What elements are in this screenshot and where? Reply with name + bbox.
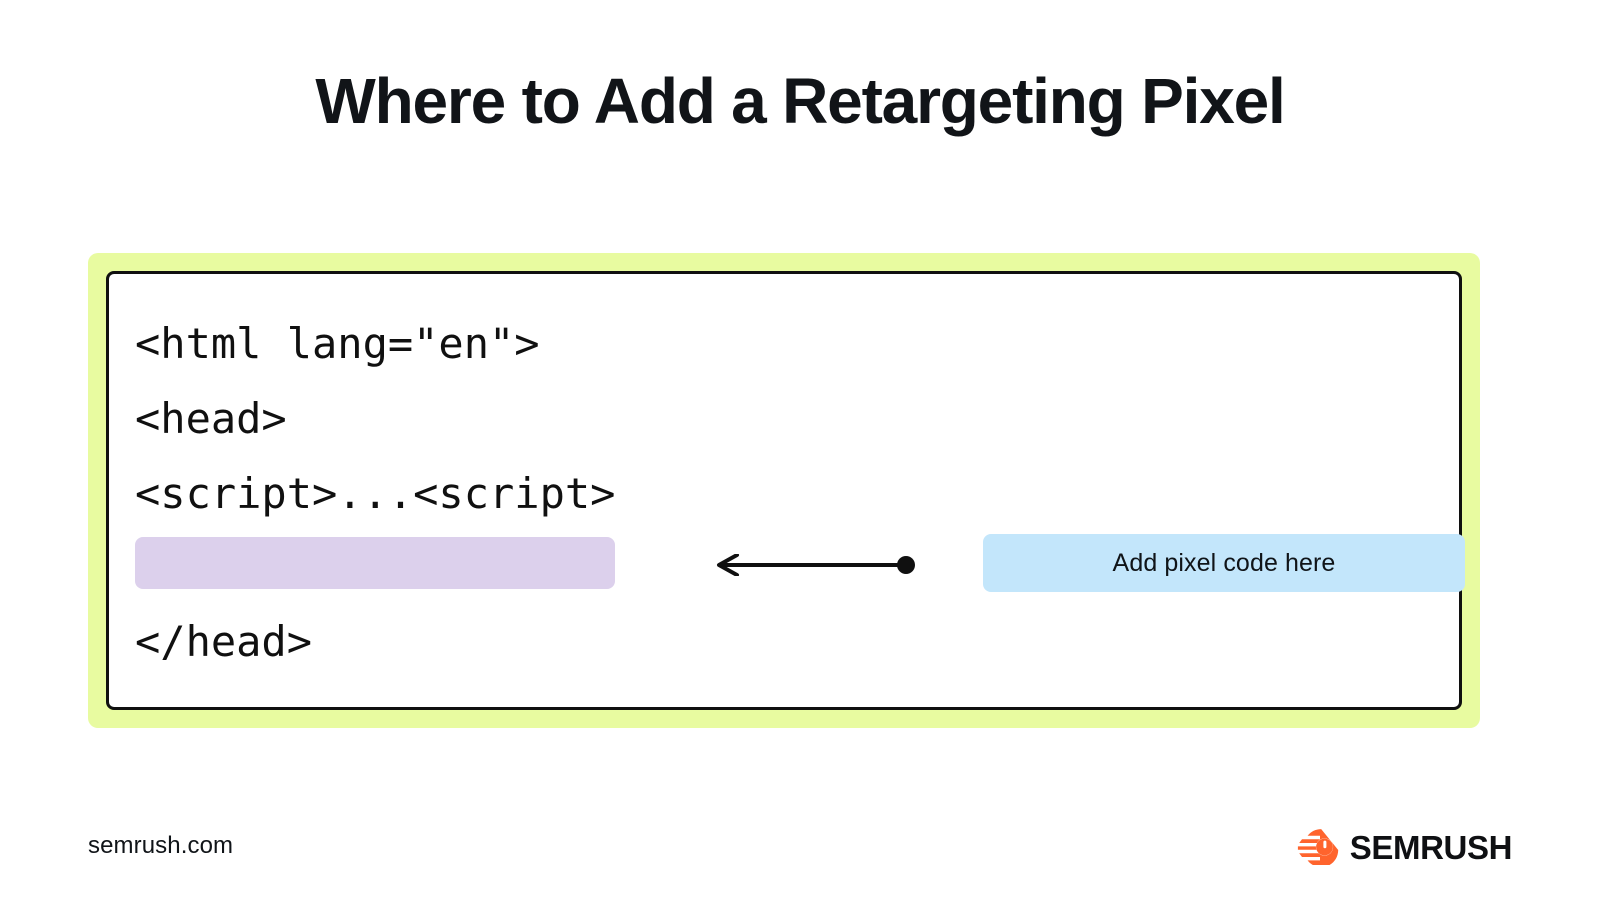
code-line-head-close: </head> [135, 617, 313, 666]
semrush-wordmark: SEMRUSH [1349, 828, 1513, 866]
pixel-code-callout: Add pixel code here [983, 534, 1465, 592]
code-line-script: <script>...<script> [135, 469, 616, 518]
pointer-arrow [709, 554, 925, 576]
footer-source-url: semrush.com [88, 832, 234, 859]
code-block-frame: <html lang="en"> <head> <script>...<scri… [88, 253, 1480, 728]
code-line-html: <html lang="en"> [135, 319, 540, 368]
pixel-code-callout-label: Add pixel code here [1112, 548, 1336, 577]
code-line-head-open: <head> [135, 394, 287, 443]
semrush-comet-icon [1297, 829, 1339, 865]
page-title: Where to Add a Retargeting Pixel [315, 65, 1285, 137]
pixel-code-placeholder-bar [135, 537, 615, 589]
semrush-logo: SEMRUSH [1297, 828, 1512, 866]
code-block-card: <html lang="en"> <head> <script>...<scri… [106, 271, 1465, 710]
